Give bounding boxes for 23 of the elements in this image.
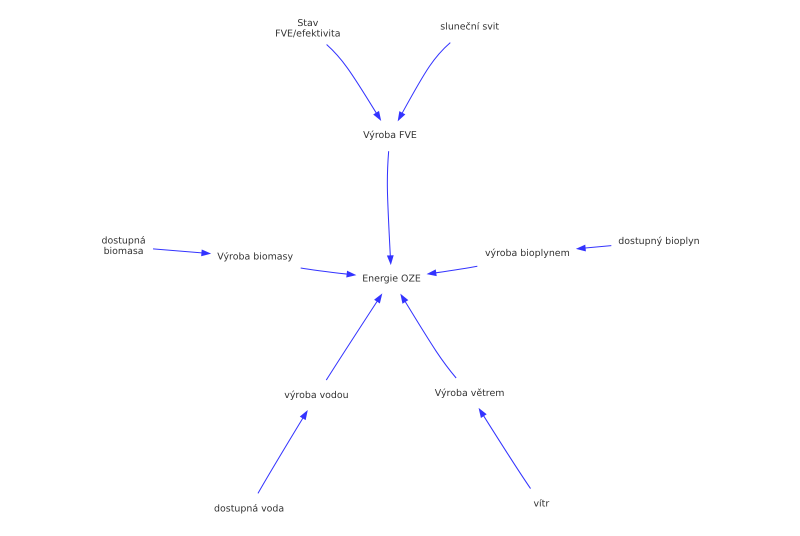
node-text: Stav FVE/efektivita: [274, 18, 340, 40]
arrow: [386, 151, 394, 266]
node-text: sluneční svit: [440, 21, 499, 32]
node-text: vítr: [532, 498, 549, 510]
arrow: [400, 294, 456, 378]
node-text: dostupná biomasa: [101, 236, 146, 257]
node-text: dostupná voda: [214, 503, 284, 514]
node-text: dostupný bioplyn: [618, 236, 700, 248]
arrow: [426, 266, 477, 276]
arrow: [478, 408, 530, 489]
node-text: Výroba FVE: [362, 130, 416, 141]
node-text: Výroba větrem: [434, 388, 504, 399]
node-text: výroba bioplynem: [484, 248, 570, 259]
arrow: [300, 267, 356, 278]
arrow: [325, 293, 382, 380]
arrow: [152, 248, 211, 256]
arrow: [575, 244, 611, 252]
arrow: [397, 42, 450, 122]
node-text: výroba vodou: [284, 390, 348, 402]
arrow: [257, 410, 308, 494]
node-text: Výroba biomasy: [216, 252, 293, 263]
arrow: [326, 44, 381, 122]
node-text: Energie OZE: [362, 274, 420, 285]
